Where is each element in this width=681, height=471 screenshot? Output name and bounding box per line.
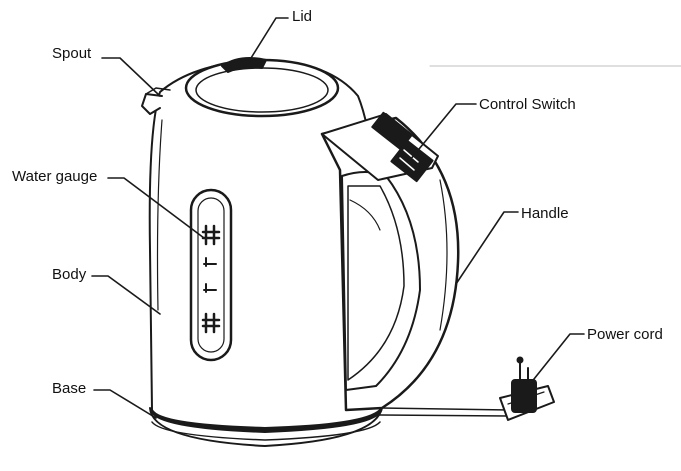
leader-control-switch [410, 104, 476, 160]
kettle-spout [142, 94, 162, 114]
body-highlight [158, 120, 163, 310]
control-switch [322, 113, 438, 181]
label-power-cord: Power cord [587, 326, 663, 343]
leader-base [94, 390, 156, 418]
label-lid: Lid [292, 8, 313, 25]
label-spout: Spout [52, 45, 92, 62]
leader-lid [246, 18, 288, 66]
leader-water-gauge [108, 178, 204, 238]
label-control-switch: Control Switch [479, 96, 576, 113]
kettle-handle [322, 118, 458, 410]
leader-spout [102, 58, 160, 96]
label-body: Body [52, 266, 87, 283]
leader-power-cord [530, 334, 584, 384]
power-plug [512, 380, 536, 412]
label-base: Base [52, 380, 87, 397]
power-cord [378, 358, 554, 421]
kettle-lid [186, 58, 338, 116]
label-handle: Handle [521, 205, 569, 222]
water-gauge [191, 190, 231, 360]
label-water-gauge: Water gauge [12, 168, 98, 185]
leader-handle [456, 212, 518, 284]
leader-body [92, 276, 160, 314]
spout-tip [146, 88, 170, 94]
